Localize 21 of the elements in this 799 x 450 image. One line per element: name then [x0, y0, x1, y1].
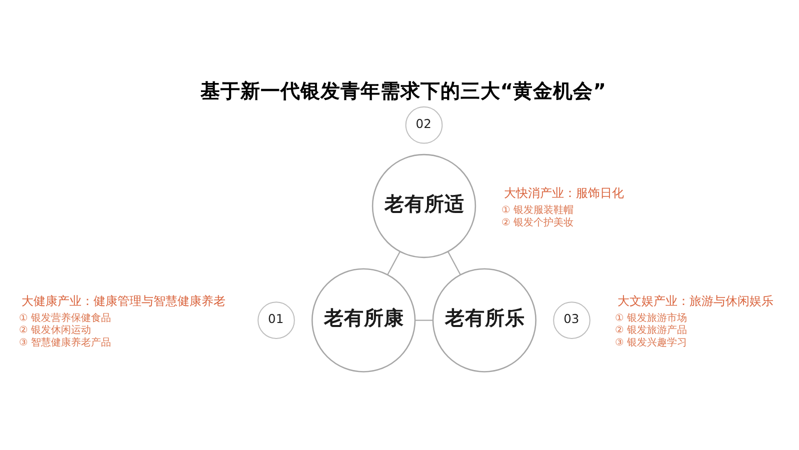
node-label: ① 银发服装鞋帽 — [502, 204, 574, 216]
node-label: ② 银发个护美妆 — [502, 216, 574, 228]
connector — [387, 250, 400, 275]
node-label: ② 银发休闲运动 — [19, 324, 91, 336]
connector — [415, 319, 433, 320]
node-label: ② 银发旅游产品 — [615, 324, 687, 336]
node-circle: 老有所乐 — [432, 268, 536, 372]
node-label: ① 银发旅游市场 — [615, 312, 687, 324]
node-circle: 03 — [553, 301, 590, 338]
node-label: 大快消产业：服饰日化 — [504, 186, 624, 200]
node-label: ③ 银发兴趣学习 — [615, 336, 687, 348]
node-circle: 老有所适 — [372, 153, 476, 258]
diagram-title: 基于新一代银发青年需求下的三大“黄金机会” — [200, 78, 606, 102]
node-label: 大健康产业：健康管理与智慧健康养老 — [22, 293, 226, 308]
node-label: 大文娱产业：旅游与休闲娱乐 — [617, 293, 774, 308]
node-circle: 老有所康 — [312, 268, 416, 372]
node-label: ① 银发营养保健食品 — [19, 312, 111, 324]
node-circle: 01 — [258, 301, 295, 338]
node-circle: 02 — [405, 106, 443, 144]
connector — [448, 250, 461, 275]
node-label: ③ 智慧健康养老产品 — [19, 336, 111, 348]
